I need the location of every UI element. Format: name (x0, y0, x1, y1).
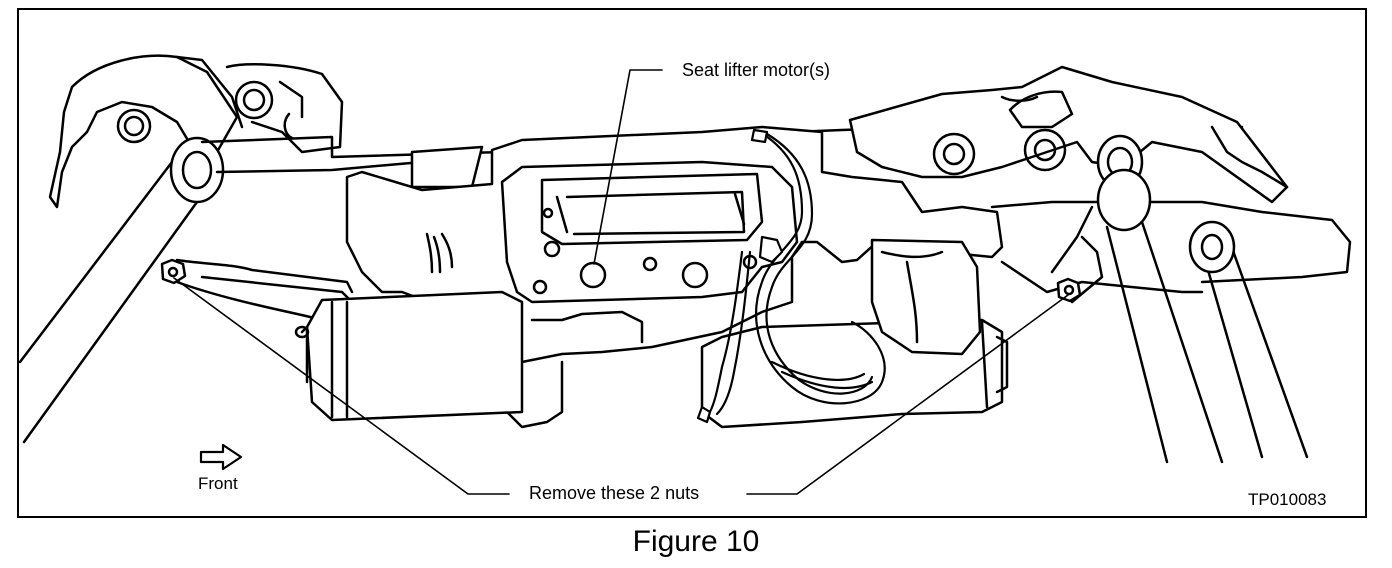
front-direction-label: Front (198, 474, 238, 493)
nut-leader-left (173, 277, 510, 495)
right-bracket (848, 65, 1289, 304)
left-rod (19, 136, 225, 444)
figure-caption: Figure 10 (632, 525, 760, 558)
left-bracket (48, 54, 344, 209)
seat-lifter-motor (294, 232, 524, 422)
nut-leader-right (746, 294, 1069, 495)
right-motor (700, 238, 1009, 429)
seat-mechanism-illustration (19, 54, 1352, 495)
figure-code: TP010083 (1245, 490, 1330, 510)
right-nut-icon (1056, 277, 1082, 303)
mounting-nuts (160, 258, 1082, 303)
right-rods (1096, 134, 1309, 464)
leader-lines (173, 69, 1069, 495)
figure-frame: Seat lifter motor(s) Remove these 2 nuts… (17, 8, 1367, 518)
left-nut-icon (160, 258, 187, 285)
seat-lifter-motor-label: Seat lifter motor(s) (679, 60, 834, 80)
wire-harness (696, 128, 886, 424)
motor-leader-line (593, 69, 663, 265)
right-arrow-icon (199, 443, 243, 471)
remove-nuts-label: Remove these 2 nuts (526, 483, 703, 503)
